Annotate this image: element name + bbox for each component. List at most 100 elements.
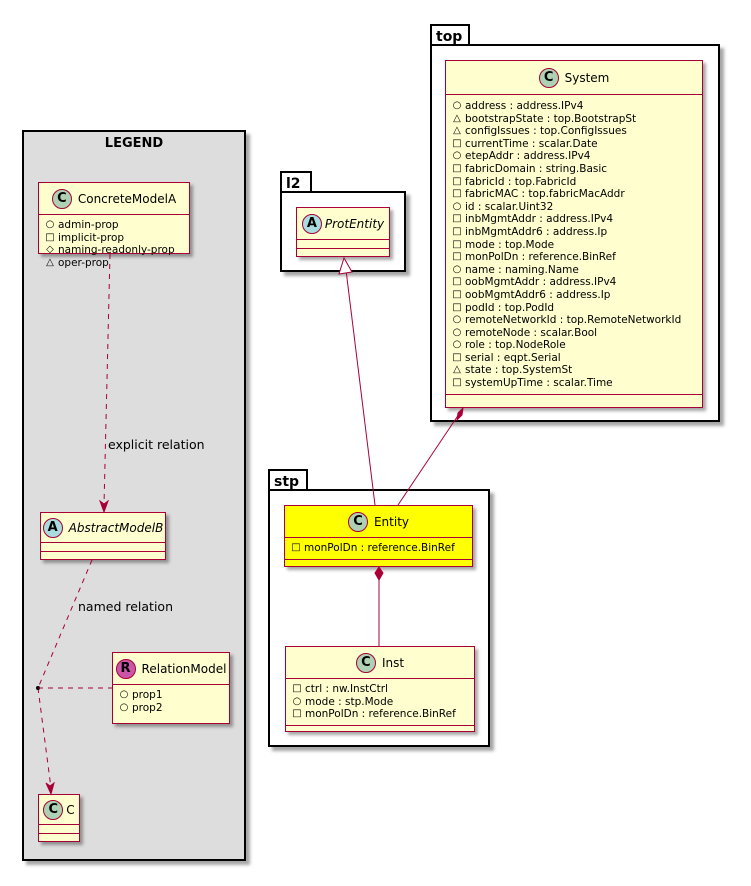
attribute-row: □monPolDn : reference.BinRef — [452, 251, 696, 264]
class-stereotype-icon: C — [538, 67, 559, 88]
visibility-package-icon: △ — [453, 125, 461, 137]
attribute-text: podId : top.PodId — [465, 301, 555, 314]
class-header: A AbstractModelB — [41, 513, 165, 543]
visibility-private-icon: □ — [45, 231, 55, 243]
attribute-row: ◇ naming-readonly-prop — [45, 244, 183, 257]
attribute-text: systemUpTime : scalar.Time — [465, 377, 613, 390]
visibility-public-icon: ○ — [45, 219, 55, 230]
attribute-text: serial : eqpt.Serial — [465, 351, 561, 364]
attribute-row: ○remoteNode : scalar.Bool — [452, 327, 696, 340]
attribute-row: □serial : eqpt.Serial — [452, 352, 696, 365]
attribute-row: □oobMgmtAddr : address.IPv4 — [452, 276, 696, 289]
attribute-text: implicit-prop — [58, 231, 125, 244]
package-top-name: top — [436, 29, 463, 45]
named-relation-line-lower — [37, 687, 52, 789]
explicit-relation-arrowhead — [98, 499, 110, 514]
class-abstract-model-b[interactable]: A AbstractModelB — [40, 512, 166, 560]
class-relation-model[interactable]: R RelationModel ○prop1○prop2 — [112, 652, 230, 724]
attribute-text: oper-prop — [58, 256, 109, 269]
attribute-row: △bootstrapState : top.BootstrapSt — [452, 113, 696, 126]
method-compartment — [446, 393, 702, 403]
attribute-text: name : naming.Name — [465, 263, 579, 276]
visibility-public-icon: ○ — [119, 689, 129, 700]
explicit-relation-line — [103, 253, 111, 506]
attribute-row: □inbMgmtAddr6 : address.Ip — [452, 226, 696, 239]
class-stereotype-icon: C — [347, 511, 368, 532]
class-concrete-model-a[interactable]: C ConcreteModelA ○admin-prop□implicit-pr… — [38, 182, 190, 269]
attribute-text: remoteNode : scalar.Bool — [465, 326, 598, 339]
class-entity[interactable]: C Entity □monPolDn : reference.BinRef — [284, 505, 473, 567]
attribute-row: ○etepAddr : address.IPv4 — [452, 150, 696, 163]
attribute-text: id : scalar.Uint32 — [465, 200, 554, 213]
class-name: ConcreteModelA — [77, 191, 177, 206]
class-stereotype-icon: R — [115, 658, 136, 679]
attribute-text: ctrl : nw.InstCtrl — [305, 683, 388, 695]
attribute-text: naming-readonly-prop — [58, 244, 175, 257]
visibility-private-icon: □ — [452, 238, 462, 250]
attribute-row: □mode : top.Mode — [452, 239, 696, 252]
attribute-text: address : address.IPv4 — [465, 100, 584, 112]
attribute-text: mode : stp.Mode — [305, 695, 394, 708]
class-name: RelationModel — [141, 661, 227, 676]
attribute-row: □ctrl : nw.InstCtrl — [292, 683, 468, 696]
attribute-row: □fabricId : top.FabricId — [452, 176, 696, 189]
visibility-public-icon: ○ — [452, 200, 462, 212]
class-prot-entity[interactable]: A ProtEntity — [296, 207, 390, 257]
attribute-row: □monPolDn : reference.BinRef — [291, 542, 466, 555]
class-stereotype-icon: A — [301, 213, 322, 234]
attribute-text: fabricId : top.FabricId — [465, 175, 577, 188]
attribute-row: △configIssues : top.ConfigIssues — [452, 125, 696, 138]
attribute-row: □monPolDn : reference.BinRef — [292, 708, 468, 721]
package-l2-tab: l2 — [280, 171, 312, 193]
attribute-row: ○mode : stp.Mode — [292, 696, 468, 709]
explicit-relation-label: explicit relation — [108, 437, 205, 452]
attribute-text: state : top.SystemSt — [465, 364, 573, 377]
class-header: C Entity — [285, 506, 472, 538]
attribute-row: □fabricDomain : string.Basic — [452, 163, 696, 176]
visibility-package-icon: △ — [46, 256, 54, 268]
visibility-package-icon: △ — [453, 364, 461, 376]
attribute-text: monPolDn : reference.BinRef — [465, 251, 616, 264]
attribute-text: role : top.NodeRole — [465, 339, 566, 352]
attribute-row: △ state : top.SystemSt — [452, 364, 696, 377]
class-system[interactable]: C System ○address : address.IPv4△bootstr… — [445, 60, 703, 408]
attribute-text: fabricMAC : top.fabricMacAddr — [465, 188, 625, 201]
attribute-row: ○prop2 — [119, 702, 223, 715]
attribute-list: □ctrl : nw.InstCtrl○mode : stp.Mode□monP… — [286, 679, 474, 725]
attribute-row: ○prop1 — [119, 689, 223, 702]
attribute-row: □oobMgmtAddr6 : address.Ip — [452, 289, 696, 302]
class-inst[interactable]: C Inst □ctrl : nw.InstCtrl○mode : stp.Mo… — [285, 646, 475, 732]
attribute-text: monPolDn : reference.BinRef — [304, 542, 455, 554]
attribute-text: oobMgmtAddr : address.IPv4 — [465, 276, 617, 289]
visibility-public-icon: ○ — [452, 150, 462, 162]
composition-system-entity-line — [397, 413, 460, 506]
class-c[interactable]: C C — [38, 794, 80, 842]
attribute-row: □currentTime : scalar.Date — [452, 138, 696, 151]
attribute-list: ○prop1○prop2 — [113, 685, 229, 718]
legend-title: LEGEND — [104, 136, 164, 151]
method-compartment — [285, 558, 472, 566]
visibility-private-icon: □ — [452, 276, 462, 288]
attribute-list: ○address : address.IPv4△bootstrapState :… — [446, 95, 702, 394]
attribute-list: ○admin-prop□implicit-prop◇naming-readonl… — [39, 215, 189, 273]
class-name: Inst — [381, 655, 405, 670]
visibility-public-icon: ○ — [452, 339, 462, 351]
visibility-private-icon: □ — [452, 162, 462, 174]
inheritance-triangle — [338, 256, 353, 275]
attribute-text: etepAddr : address.IPv4 — [465, 150, 591, 163]
class-header: C Inst — [286, 647, 474, 679]
named-relation-line — [37, 559, 93, 689]
class-name: Entity — [373, 514, 410, 529]
attribute-row: ○address : address.IPv4 — [452, 100, 696, 113]
visibility-private-icon: □ — [452, 301, 462, 313]
attribute-row: ○name : naming.Name — [452, 264, 696, 277]
attribute-text: inbMgmtAddr6 : address.Ip — [465, 225, 608, 238]
class-header: C C — [39, 795, 79, 825]
visibility-private-icon: □ — [452, 137, 462, 149]
package-l2-name: l2 — [286, 176, 301, 192]
visibility-private-icon: □ — [452, 175, 462, 187]
attribute-text: oobMgmtAddr6 : address.Ip — [465, 288, 611, 301]
visibility-protected-icon: ◇ — [46, 244, 54, 256]
attribute-row: △ oper-prop — [45, 257, 183, 270]
